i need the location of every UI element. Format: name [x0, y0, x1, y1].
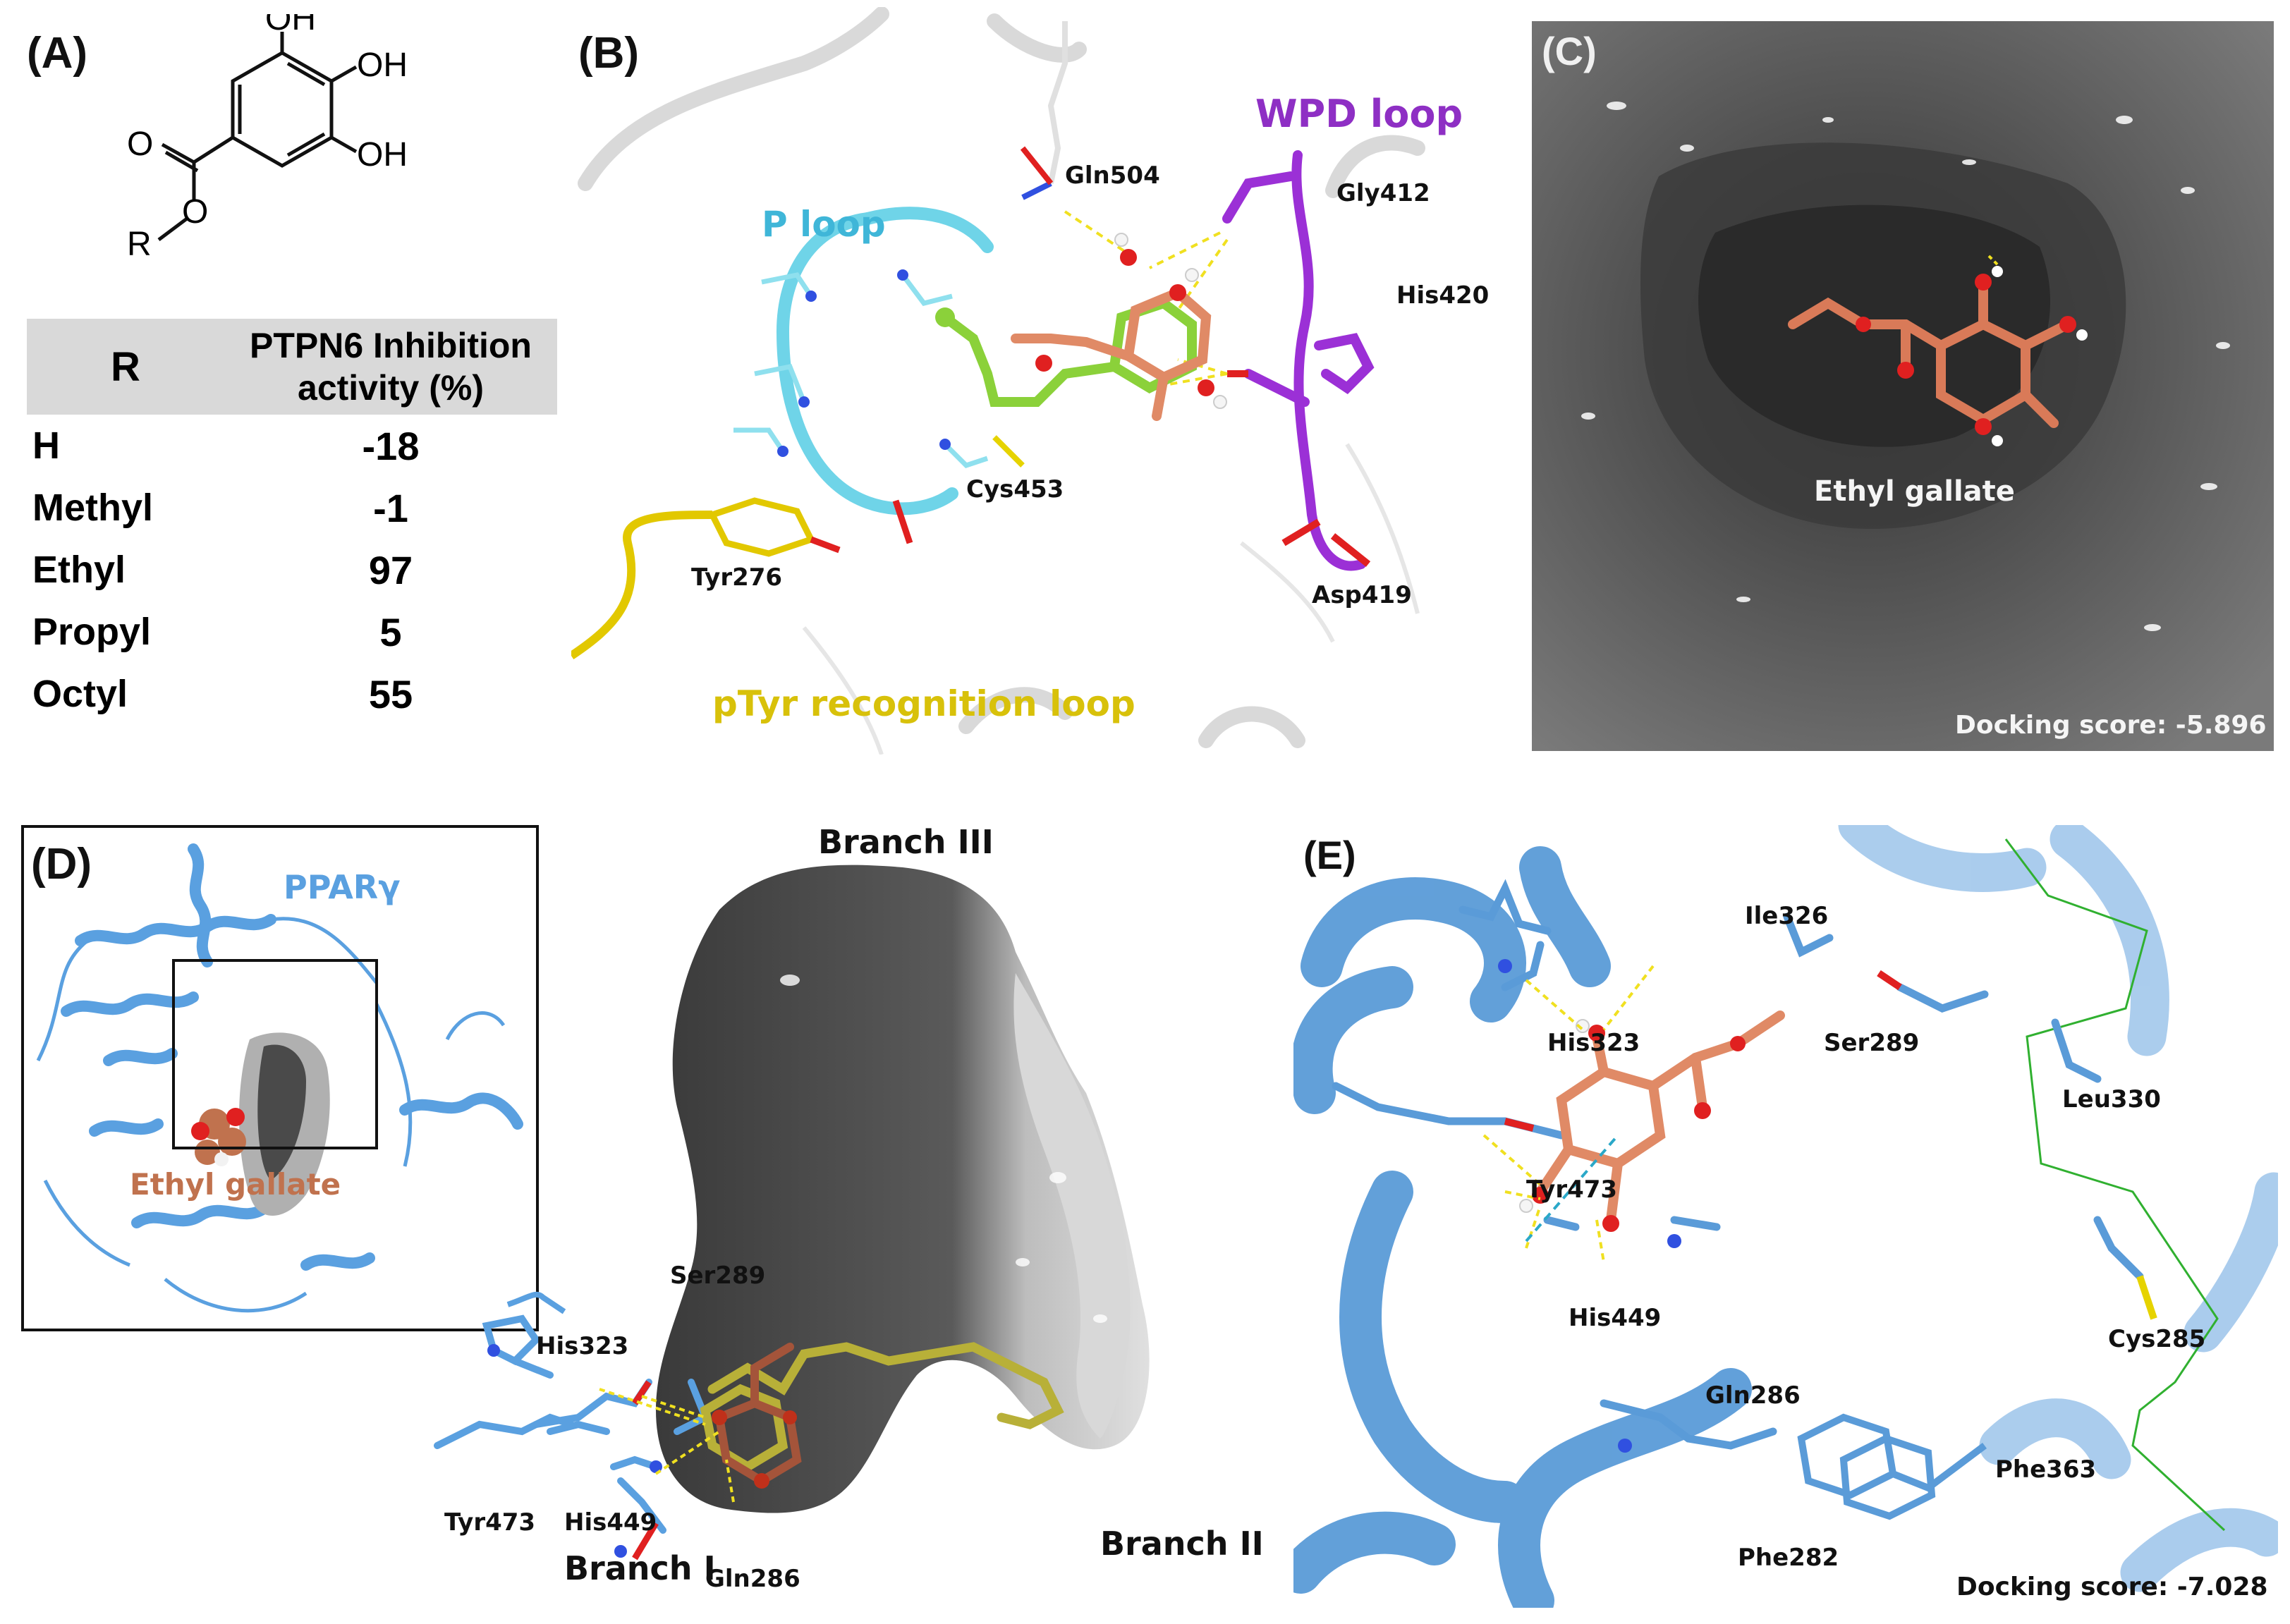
- residue-label: His323: [536, 1332, 628, 1360]
- table-header: R PTPN6 Inhibition activity (%): [27, 319, 557, 415]
- row-value: 5: [379, 609, 402, 654]
- ethyl-gallate-overview-label: Ethyl gallate: [130, 1167, 341, 1202]
- oh-top-text: OH: [265, 14, 316, 37]
- residue-label: Gln286: [705, 1565, 800, 1593]
- panel-c-label: (C): [1542, 29, 1597, 73]
- residue-label: Tyr473: [1526, 1176, 1617, 1204]
- residue-label: Cys285: [2108, 1325, 2205, 1353]
- panel-c-ligand-label: Ethyl gallate: [1814, 475, 2015, 508]
- panel-e-binding-site: (E) Ile326 His323 Ser289 Leu330 Tyr473 H…: [1293, 825, 2278, 1608]
- table-row: Propyl 5: [27, 601, 557, 663]
- residue-label: His323: [1547, 1029, 1640, 1057]
- inhibition-table: R PTPN6 Inhibition activity (%) H -18 Met…: [27, 319, 557, 725]
- residue-label: His420: [1396, 281, 1488, 310]
- panel-d-label: (D): [31, 840, 92, 889]
- row-value: -1: [373, 485, 408, 530]
- r-group-text: R: [127, 226, 152, 263]
- residue-label: Ile326: [1745, 902, 1828, 930]
- wpd-loop-label: WPD loop: [1255, 92, 1463, 136]
- ptyr-loop-label: pTyr recognition loop: [712, 683, 1135, 724]
- panel-c-surface: (C) Ethyl gallate Docking score: -5.896: [1532, 21, 2274, 751]
- table-row: Methyl -1: [27, 477, 557, 539]
- residue-label: His449: [564, 1508, 657, 1537]
- residue-label: Gly412: [1336, 179, 1430, 207]
- row-value: 97: [368, 547, 413, 592]
- residue-label: Asp419: [1312, 581, 1412, 609]
- panel-c-docking-score: Docking score: -5.896: [1955, 711, 2267, 740]
- table-row: Octyl 55: [27, 663, 557, 725]
- residue-label: Leu330: [2062, 1085, 2161, 1113]
- residue-label: Ser289: [670, 1262, 765, 1290]
- row-r: Octyl: [32, 673, 128, 715]
- row-r: Methyl: [32, 487, 154, 529]
- table-row: H -18: [27, 415, 557, 477]
- ethyl-gallate-structure: OH OH OH O O R: [127, 14, 408, 263]
- residue-label: Gln286: [1705, 1381, 1801, 1410]
- branch-ii-label: Branch II: [1100, 1525, 1264, 1563]
- oh-bot-text: OH: [357, 136, 408, 173]
- ppar-overview: PPARγ Ethyl gallate: [36, 843, 523, 1313]
- panel-d-cavity: Branch III Branch II Branch I Ser289 His…: [434, 823, 1264, 1593]
- table-row: Ethyl 97: [27, 539, 557, 601]
- row-value: 55: [368, 671, 413, 716]
- residue-label: Ser289: [1824, 1029, 1919, 1057]
- row-r: Ethyl: [32, 549, 126, 591]
- residue-label: Tyr276: [691, 563, 782, 592]
- carbonyl-o-text: O: [127, 126, 153, 163]
- residue-label: Phe363: [1995, 1455, 2096, 1484]
- residue-label: Phe282: [1738, 1544, 1839, 1572]
- header-r: R: [111, 343, 140, 390]
- residue-label: Cys453: [966, 475, 1064, 503]
- oh-mid-text: OH: [357, 47, 408, 84]
- ppar-overview-box: [21, 825, 539, 1331]
- residue-label: Gln504: [1065, 161, 1160, 190]
- ester-o-text: O: [182, 193, 208, 231]
- panel-a-label: (A): [27, 29, 88, 78]
- panel-b-binding-site: WPD loop P loop pTyr recognition loop Gl…: [571, 7, 1488, 755]
- row-value: -18: [362, 423, 420, 468]
- panel-b-label: (B): [578, 29, 640, 78]
- branch-iii-label: Branch III: [818, 823, 994, 861]
- header-activity: PTPN6 Inhibition activity (%): [250, 326, 532, 408]
- row-r: H: [32, 425, 60, 467]
- p-loop-label: P loop: [762, 204, 886, 245]
- branch-i-label: Branch I: [564, 1549, 716, 1587]
- residue-label: His449: [1569, 1304, 1661, 1332]
- ppar-label: PPARγ: [284, 868, 401, 906]
- residue-label: Tyr473: [444, 1508, 535, 1537]
- row-r: Propyl: [32, 611, 152, 653]
- panel-e-docking-score: Docking score: -7.028: [1956, 1573, 2268, 1601]
- panel-e-label: (E): [1303, 833, 1356, 877]
